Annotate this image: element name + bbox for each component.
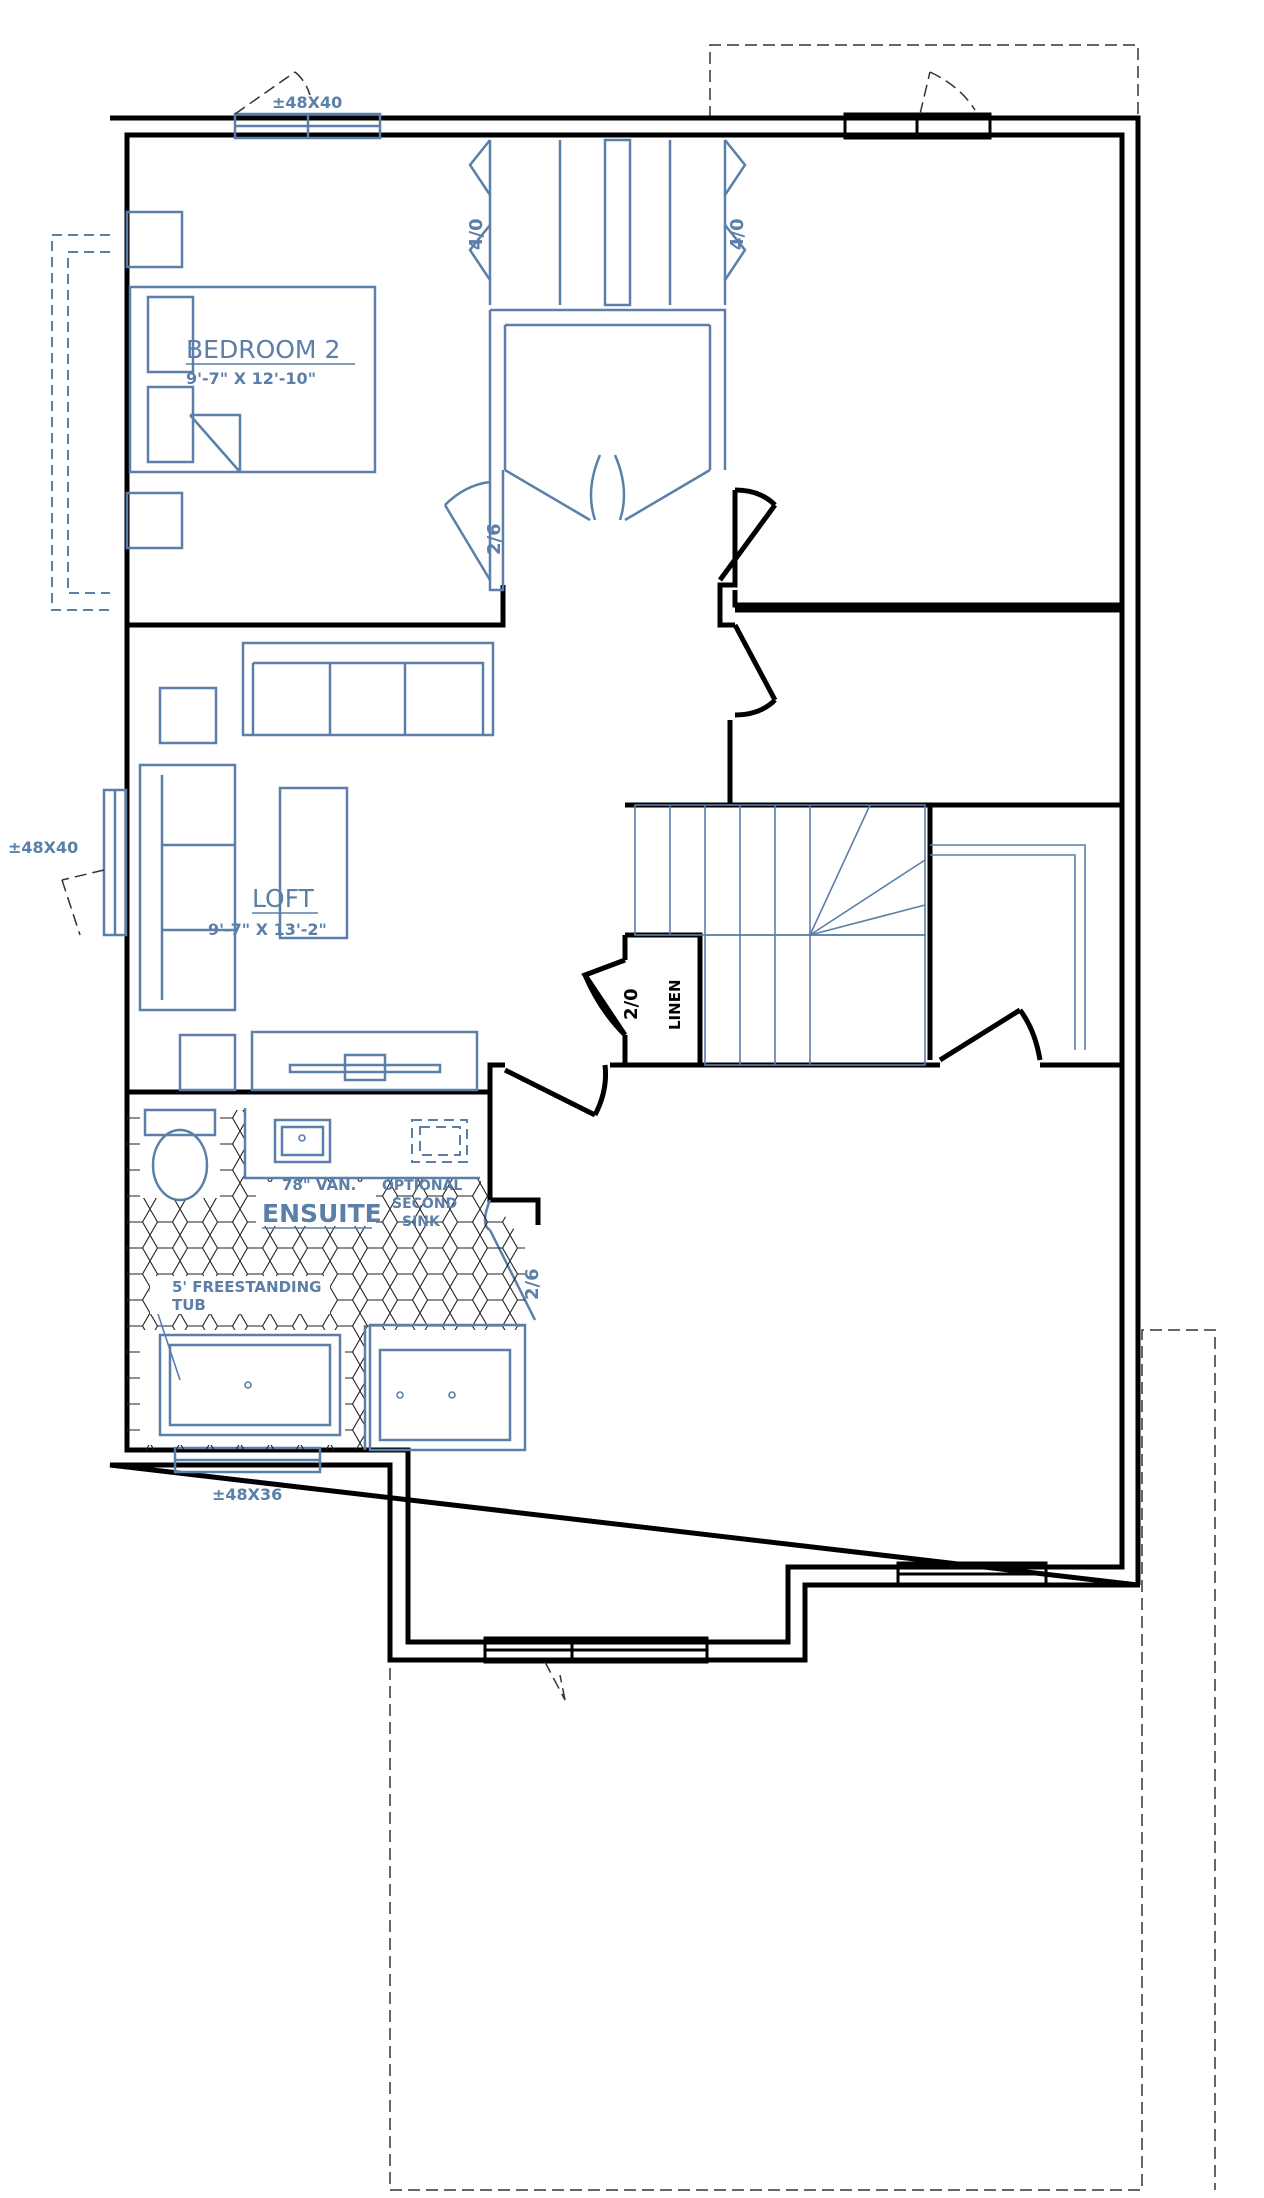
exterior-outlines (51, 44, 1216, 2191)
linen-label: LINEN (666, 980, 684, 1031)
corridor-wall-upper (717, 490, 738, 628)
window-loft-left (102, 788, 128, 937)
window-label-bedroom-top: ±48X40 (272, 93, 342, 112)
right-room-door-upper (717, 487, 778, 582)
loft-hall-door (503, 1064, 608, 1118)
bedroom-entry-wall (488, 470, 505, 592)
loft-dims: 9'-7" X 13'-2" (208, 920, 327, 939)
toilet-bowl (151, 1128, 209, 1202)
right-room-door-lower (732, 623, 778, 718)
optional-sink-label-1: OPTIONAL (382, 1178, 462, 1194)
ensuite: 78" VAN. OPTIONAL SECOND SINK ENSUITE 5'… (127, 1108, 535, 1452)
linen-door-label: 2/0 (621, 988, 642, 1020)
side-table (158, 686, 218, 745)
bedroom-door-label: 2/6 (484, 523, 505, 555)
sofa-top (241, 641, 495, 737)
shower-stall (368, 1323, 527, 1452)
closet-double-door (504, 454, 711, 522)
bedroom-furniture: BEDROOM 2 9'-7" X 12'-10" (125, 210, 377, 550)
window-right-top (843, 112, 992, 140)
closet-right-door-label: 4/0 (727, 218, 748, 250)
bed-sheet-fold (189, 413, 242, 473)
bedroom-dims: 9'-7" X 12'-10" (186, 369, 316, 388)
bedroom-bay-outline (51, 234, 110, 611)
loft-ensuite-wall (127, 1062, 505, 1095)
top-right-bump-outline (709, 44, 1139, 118)
bed (128, 285, 377, 474)
winder-steps (809, 804, 926, 936)
linen-door (581, 957, 628, 1037)
window-bedroom-top (233, 112, 382, 140)
corridor-wall-lower (727, 720, 1122, 808)
window-label-loft-left: ±48X40 (8, 838, 78, 857)
pillow-top (146, 295, 195, 374)
window-swing-arcs (61, 71, 976, 1701)
tv (288, 1053, 442, 1082)
stair-landing (930, 844, 1086, 1050)
pillow-bottom (146, 385, 195, 464)
vanity-counter (245, 1108, 480, 1178)
coffee-table (278, 786, 349, 940)
closet-bifold-right (723, 139, 747, 281)
stair-room-door (938, 1007, 1043, 1063)
vanity-sink (273, 1118, 332, 1164)
tub-label-2: TUB (172, 1296, 206, 1314)
windows (61, 71, 1048, 1701)
toilet-area (140, 1108, 220, 1198)
interior-walls (127, 138, 1122, 1225)
optional-sink-label-2: SECOND (392, 1196, 457, 1212)
ensuite-name: ENSUITE (262, 1199, 382, 1228)
ensuite-door-label: 2/6 (522, 1268, 543, 1300)
window-label-ensuite-bottom: ±48X36 (212, 1485, 282, 1504)
bedroom-name: BEDROOM 2 (186, 335, 340, 364)
closet-center-rod (603, 138, 632, 307)
toilet-tank (143, 1108, 217, 1137)
vanity-label: 78" VAN. (282, 1176, 356, 1194)
closet-frame (488, 308, 727, 470)
closet-top-frame (488, 140, 727, 305)
doors (443, 139, 1043, 1321)
outer-wall-outline (109, 115, 1141, 1663)
closet-bifold-left (468, 139, 492, 281)
nightstand-top (125, 210, 184, 269)
lower-porch-outline (389, 1329, 1216, 2191)
labels: ±48X40 ±48X40 ±48X36 4/0 4/0 2/6 2/0 LIN… (8, 93, 748, 1504)
tub-label-1: 5' FREESTANDING (172, 1278, 321, 1296)
sofa-left (138, 763, 237, 1012)
nightstand-bottom (125, 491, 184, 550)
window-lower-right (896, 1561, 1048, 1587)
window-bottom (483, 1636, 709, 1664)
bedroom-door (443, 480, 492, 581)
staircase (634, 804, 1086, 1066)
ensuite-right-wall (487, 1092, 541, 1225)
freestanding-tub (158, 1333, 342, 1437)
bedroom-loft-wall (127, 585, 506, 628)
loft-name: LOFT (252, 884, 315, 913)
chair (178, 1033, 237, 1092)
loft-furniture: LOFT 9'-7" X 13'-2" (138, 641, 495, 1092)
right-room-divider (732, 590, 1122, 613)
media-console (250, 1030, 479, 1092)
optional-sink-label-3: SINK (402, 1214, 441, 1230)
closet-left-door-label: 4/0 (466, 218, 487, 250)
